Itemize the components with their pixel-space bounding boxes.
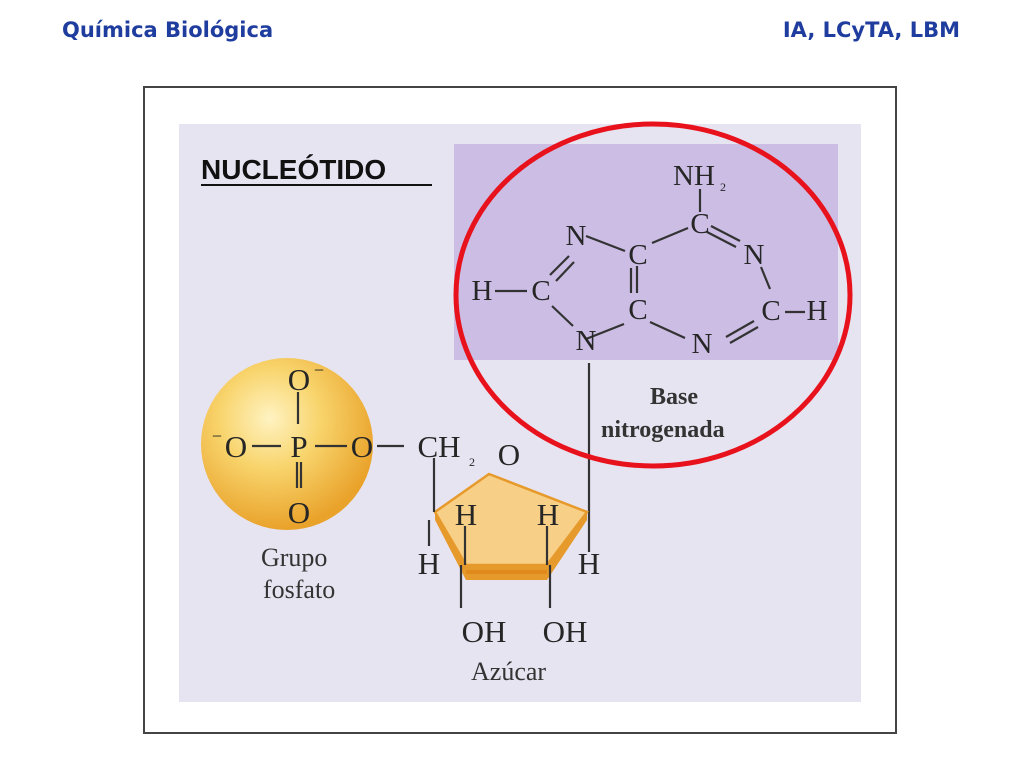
- base-highlight-circle: [453, 121, 853, 469]
- phosphate-bonds: [252, 392, 404, 488]
- atom-nh2-subscript: 2: [720, 180, 726, 194]
- atom-o-left: O: [225, 429, 247, 464]
- atom-h-left: H: [472, 275, 493, 307]
- atom-h-outer-left: H: [418, 546, 440, 581]
- atom-h-right: H: [807, 295, 828, 327]
- atom-p: P: [290, 429, 307, 464]
- sugar-label: Azúcar: [471, 657, 546, 686]
- atom-n-left: N: [566, 220, 587, 252]
- atom-n-right: N: [744, 239, 765, 271]
- atom-h-inner-left: H: [455, 497, 477, 532]
- atom-o-right: O: [351, 429, 373, 464]
- sugar-ring: [433, 472, 589, 580]
- phosphate-label-line1: Grupo: [261, 543, 327, 572]
- figure-title: NUCLEÓTIDO: [201, 154, 386, 185]
- sugar-atoms: CH 2 O H H H H OH OH: [417, 429, 600, 649]
- atom-ch2: CH: [417, 429, 460, 464]
- atom-n-bottom-left: N: [576, 325, 597, 357]
- atom-oh-right: OH: [543, 614, 588, 649]
- atom-c-right: C: [761, 295, 780, 327]
- atom-h-outer-right: H: [578, 546, 600, 581]
- atom-h-inner-right: H: [537, 497, 559, 532]
- atom-c-left: C: [531, 275, 550, 307]
- atom-o-bottom: O: [288, 495, 310, 530]
- phosphate-atoms: O − − O P O O: [212, 360, 373, 530]
- atom-c-mid-bottom: C: [628, 294, 647, 326]
- atom-o-top: O: [288, 362, 310, 397]
- base-label-line2: nitrogenada: [601, 417, 725, 443]
- atom-nh2: NH: [673, 160, 715, 192]
- atom-oh-left: OH: [462, 614, 507, 649]
- phosphate-sphere: [201, 358, 373, 530]
- phosphate-label-line2: fosfato: [263, 575, 335, 604]
- atom-o-ring: O: [498, 437, 520, 472]
- atom-n-bottom-right: N: [692, 328, 713, 360]
- atom-ch2-subscript: 2: [469, 455, 475, 469]
- charge-o-top: −: [314, 360, 324, 380]
- atom-c-top: C: [690, 208, 709, 240]
- header-institution: IA, LCyTA, LBM: [782, 18, 960, 42]
- base-label-line1: Base: [650, 384, 698, 410]
- atom-c-mid-top: C: [628, 239, 647, 271]
- base-atoms: NH 2 C N C N H C C C H N N: [472, 160, 828, 360]
- header-title: Química Biológica: [62, 18, 274, 42]
- nucleotide-figure: NUCLEÓTIDO NH 2 C: [143, 86, 897, 734]
- sugar-bonds: [427, 458, 552, 608]
- charge-o-left: −: [212, 426, 222, 446]
- base-region: [454, 144, 838, 360]
- nucleotide-diagram: NUCLEÓTIDO NH 2 C: [179, 121, 861, 702]
